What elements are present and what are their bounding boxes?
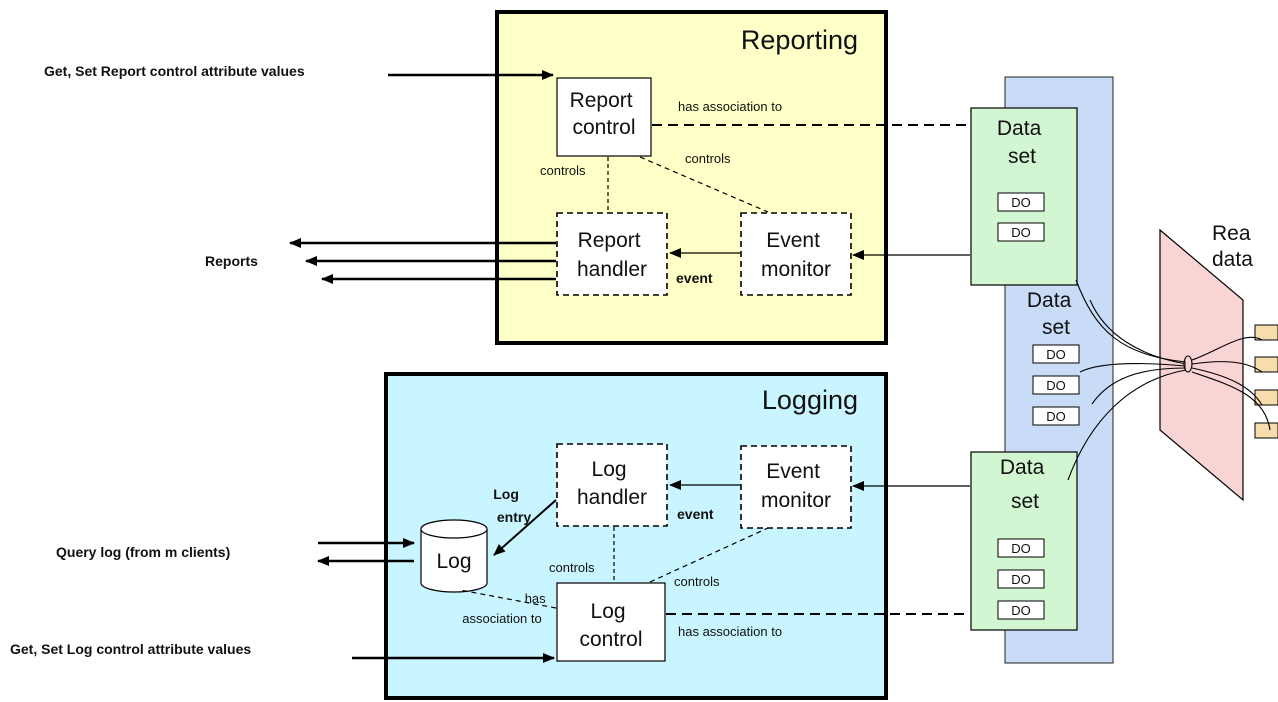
log-handler-to-log-arrow: [493, 499, 557, 556]
logging-event-label: event: [677, 506, 714, 522]
logging-controls-label-b: controls: [674, 574, 720, 589]
real-data-tabs: [1254, 324, 1278, 439]
log-control-box[interactable]: [556, 582, 666, 662]
log-database[interactable]: [420, 519, 488, 593]
log-handler-label: Log handler: [577, 458, 647, 509]
logging-title: Logging: [762, 385, 858, 415]
dataset-top-do-1-label: DO: [1011, 195, 1031, 210]
dataset-bottom-do-3-label: DO: [1011, 603, 1031, 618]
logging-event-monitor-label: Event monitor: [761, 460, 831, 512]
real-data-label: Rea data: [1212, 222, 1256, 271]
reporting-event-monitor-box[interactable]: [740, 212, 852, 296]
dataset-top-do-2: [997, 222, 1045, 242]
report-control-label: Report control: [570, 89, 639, 139]
log-input-label: Get, Set Log control attribute values: [10, 641, 251, 657]
log-database-label: Log: [436, 550, 471, 573]
log-control-to-event-line: [649, 527, 769, 583]
log-control-label: Log control: [579, 600, 642, 651]
dataset-bottom-do-1: [997, 538, 1045, 558]
dataset-bottom-do-1-label: DO: [1011, 541, 1031, 556]
fiber-bundle: [1067, 279, 1271, 481]
reporting-controls-label-a: controls: [540, 163, 586, 178]
report-handler-box[interactable]: [556, 212, 668, 296]
reports-label: Reports: [205, 253, 258, 269]
dataset-middle-do-3-label: DO: [1046, 409, 1066, 424]
dataset-top-do-1: [997, 192, 1045, 212]
logging-association-right-label: has association to: [678, 624, 782, 639]
dataset-middle-title: Data set: [1027, 289, 1077, 339]
dataset-middle-do-2: [1032, 375, 1080, 395]
log-handler-box[interactable]: [556, 443, 668, 527]
dataset-bottom-do-2: [997, 569, 1045, 589]
dataset-middle-do-1: [1032, 344, 1080, 364]
log-entry-label: Log entry: [493, 486, 531, 525]
reporting-association-label: has association to: [678, 99, 782, 114]
dataset-top-do-2-label: DO: [1011, 225, 1031, 240]
dataset-middle-do-1-label: DO: [1046, 347, 1066, 362]
report-control-box[interactable]: [556, 77, 652, 157]
real-data-plane: [1159, 228, 1244, 502]
report-handler-label: Report handler: [577, 229, 647, 281]
reporting-controls-label-b: controls: [685, 151, 731, 166]
dataset-middle-do-3: [1032, 406, 1080, 426]
report-input-label: Get, Set Report control attribute values: [44, 63, 305, 79]
log-control-to-log-line: [459, 589, 557, 609]
reporting-event-label: event: [676, 270, 713, 286]
reporting-event-monitor-label: Event monitor: [761, 229, 831, 281]
logging-association-left-label: has association to: [462, 591, 549, 626]
logging-event-monitor-box[interactable]: [740, 445, 852, 529]
dataset-middle-do-2-label: DO: [1046, 378, 1066, 393]
dataset-bottom-do-3: [997, 600, 1045, 620]
dataset-bottom-do-2-label: DO: [1011, 572, 1031, 587]
reporting-title: Reporting: [741, 25, 858, 55]
dataset-bottom-title: Data set: [1000, 456, 1050, 513]
dataset-top-title: Data set: [997, 117, 1047, 168]
logging-controls-label-a: controls: [549, 560, 595, 575]
query-log-label: Query log (from m clients): [56, 544, 230, 560]
